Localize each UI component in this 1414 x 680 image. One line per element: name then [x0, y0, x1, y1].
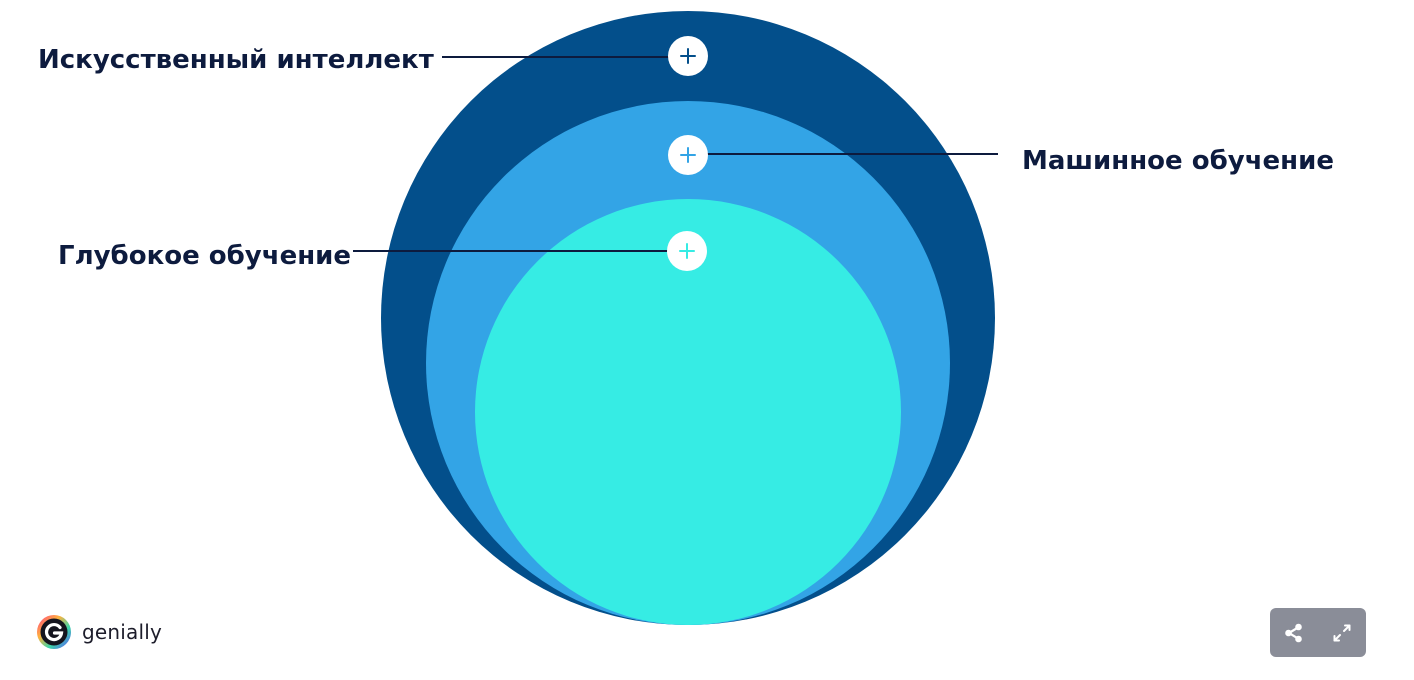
fullscreen-button[interactable]: [1325, 616, 1359, 650]
label-ai: Искусственный интеллект: [38, 45, 434, 75]
viewer-controls: [1270, 608, 1366, 657]
share-icon: [1285, 623, 1302, 642]
plus-icon: [679, 243, 695, 259]
expand-icon: [1333, 624, 1351, 641]
hotspot-ml-button[interactable]: [668, 135, 708, 175]
plus-icon: [680, 147, 696, 163]
circle-dl: [475, 199, 901, 625]
share-button[interactable]: [1277, 616, 1311, 650]
genially-logo-icon: [37, 615, 71, 649]
hotspot-dl-button[interactable]: [667, 231, 707, 271]
genially-brand[interactable]: genially: [36, 614, 162, 650]
label-ml: Машинное обучение: [1022, 146, 1334, 176]
brand-name: genially: [82, 620, 163, 644]
hotspot-ai-button[interactable]: [668, 36, 708, 76]
label-dl: Глубокое обучение: [58, 241, 352, 271]
plus-icon: [680, 48, 696, 64]
